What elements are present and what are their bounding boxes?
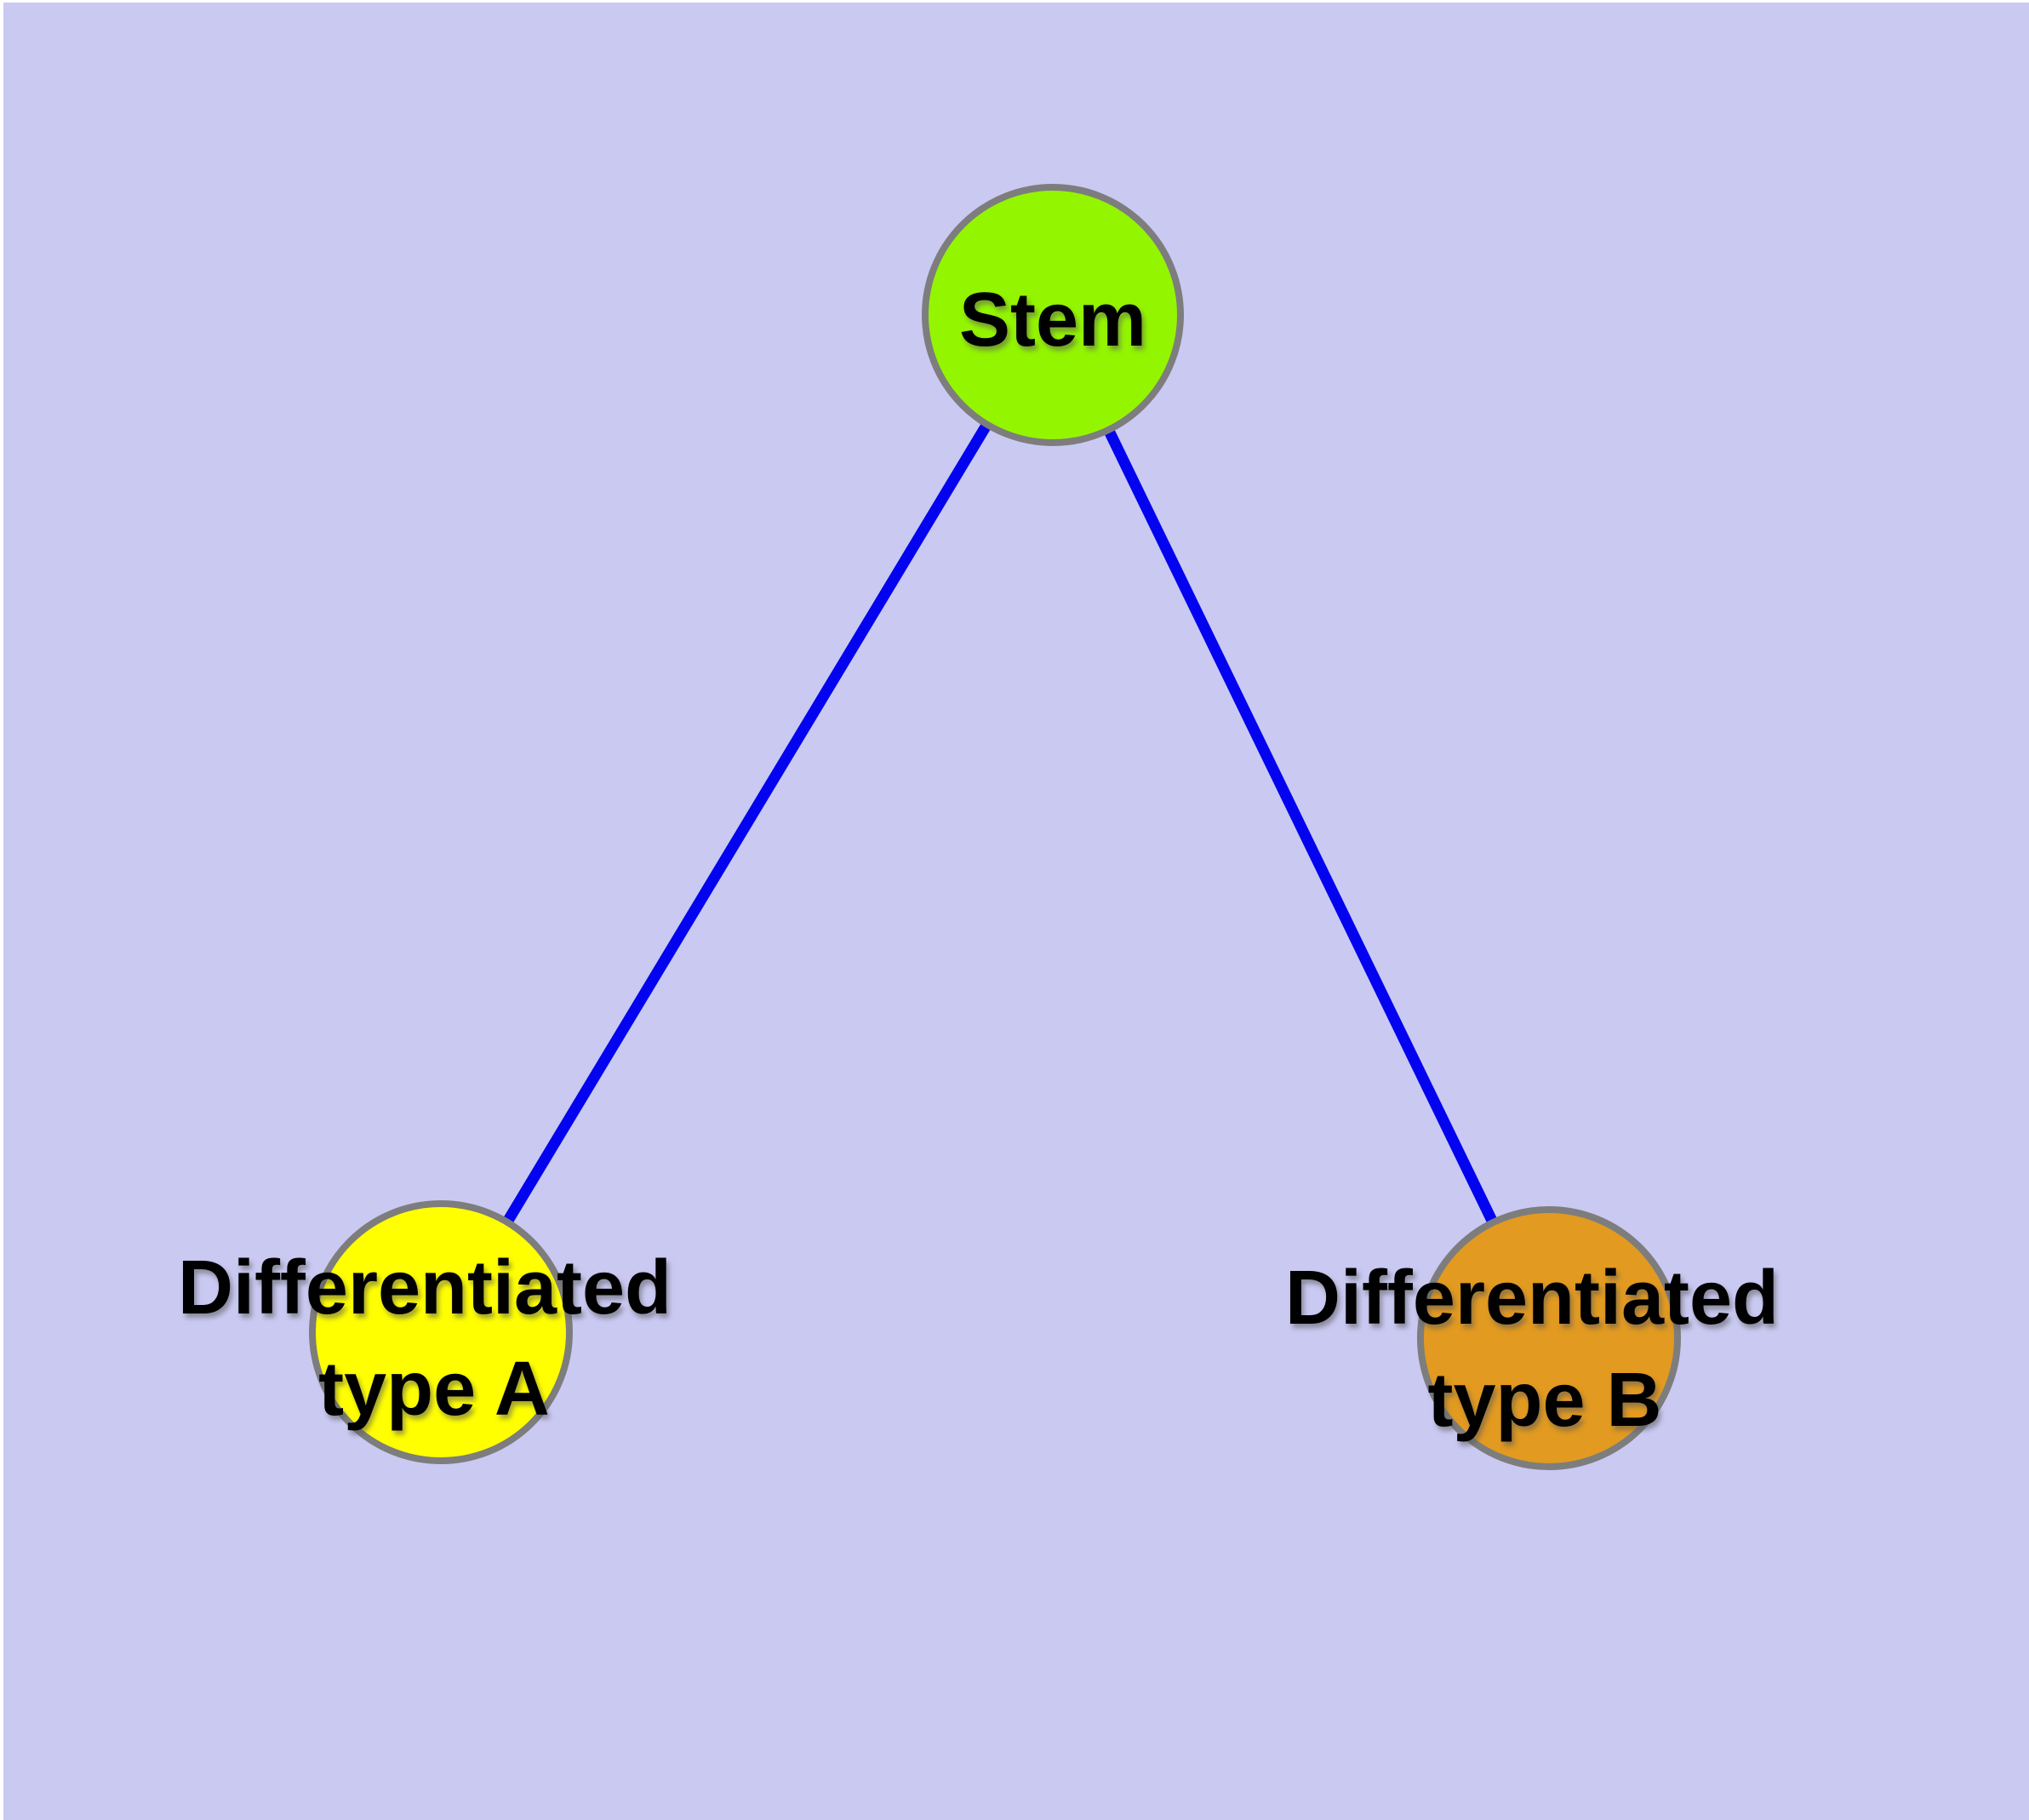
edge-stem-to-type-a (436, 312, 1058, 1336)
type-b-node (1417, 1206, 1681, 1470)
label-layer: Stem Differentiated type A Differentiate… (178, 278, 1779, 1443)
type-b-node-label-line-1: Differentiated (1285, 1256, 1779, 1341)
stem-node (922, 184, 1184, 446)
node-layer (309, 184, 1681, 1470)
edge-layer (436, 312, 1554, 1341)
type-a-node (309, 1200, 573, 1464)
stem-node-label: Stem (959, 278, 1146, 363)
type-b-node-label-line-2: type B (1427, 1358, 1661, 1443)
edge-stem-to-type-b (1048, 312, 1554, 1341)
type-a-node-label-line-2: type A (318, 1347, 550, 1432)
type-a-node-label-line-1: Differentiated (178, 1245, 672, 1331)
